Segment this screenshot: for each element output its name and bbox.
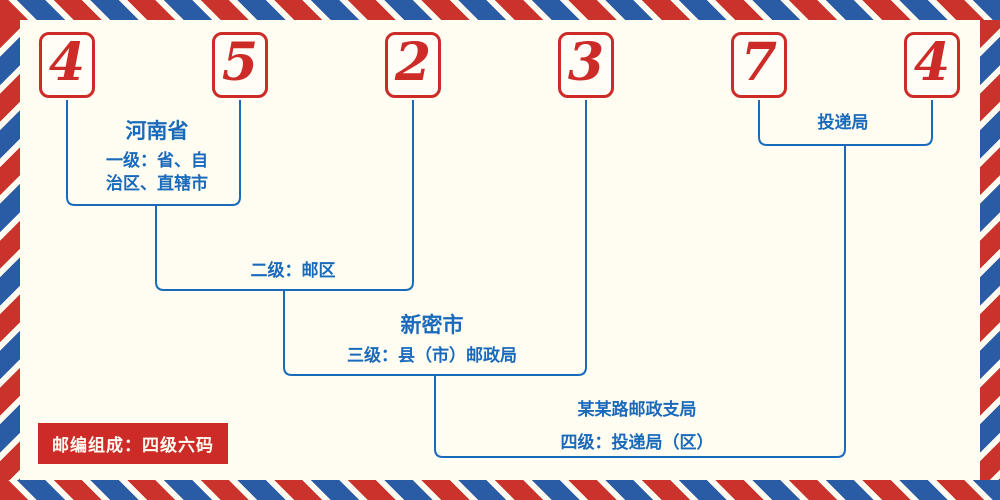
airmail-border-top [0, 0, 1000, 20]
digit-box-3: 2 [385, 32, 441, 98]
digit-box-2: 5 [212, 32, 268, 98]
airmail-border-left [0, 20, 20, 480]
digit-5: 7 [740, 32, 778, 93]
level1-desc-line1: 一级：省、自 [106, 151, 208, 171]
digit-2: 5 [221, 32, 259, 93]
level1-region-label: 河南省 [125, 119, 189, 143]
digit-box-6: 4 [904, 32, 960, 98]
level4-branch-label: 某某路邮政支局 [577, 400, 697, 420]
delivery-office-label: 投递局 [817, 113, 869, 133]
digit-4: 3 [567, 32, 605, 93]
digit-6: 4 [913, 32, 951, 93]
level3-desc-label: 三级：县（市）邮政局 [347, 346, 517, 366]
digit-1: 4 [48, 32, 86, 93]
digit-box-5: 7 [731, 32, 787, 98]
airmail-border-bottom [0, 480, 1000, 500]
digit-3: 2 [394, 32, 432, 93]
level2-desc-label: 二级：邮区 [250, 261, 336, 281]
level1-desc-line2: 治区、直辖市 [106, 174, 208, 194]
airmail-border-right [980, 20, 1000, 480]
digit-box-1: 4 [39, 32, 95, 98]
footer-badge: 邮编组成：四级六码 [38, 423, 228, 464]
level4-desc-label: 四级：投递局（区） [560, 433, 714, 453]
level3-city-label: 新密市 [400, 313, 464, 337]
digit-box-4: 3 [558, 32, 614, 98]
